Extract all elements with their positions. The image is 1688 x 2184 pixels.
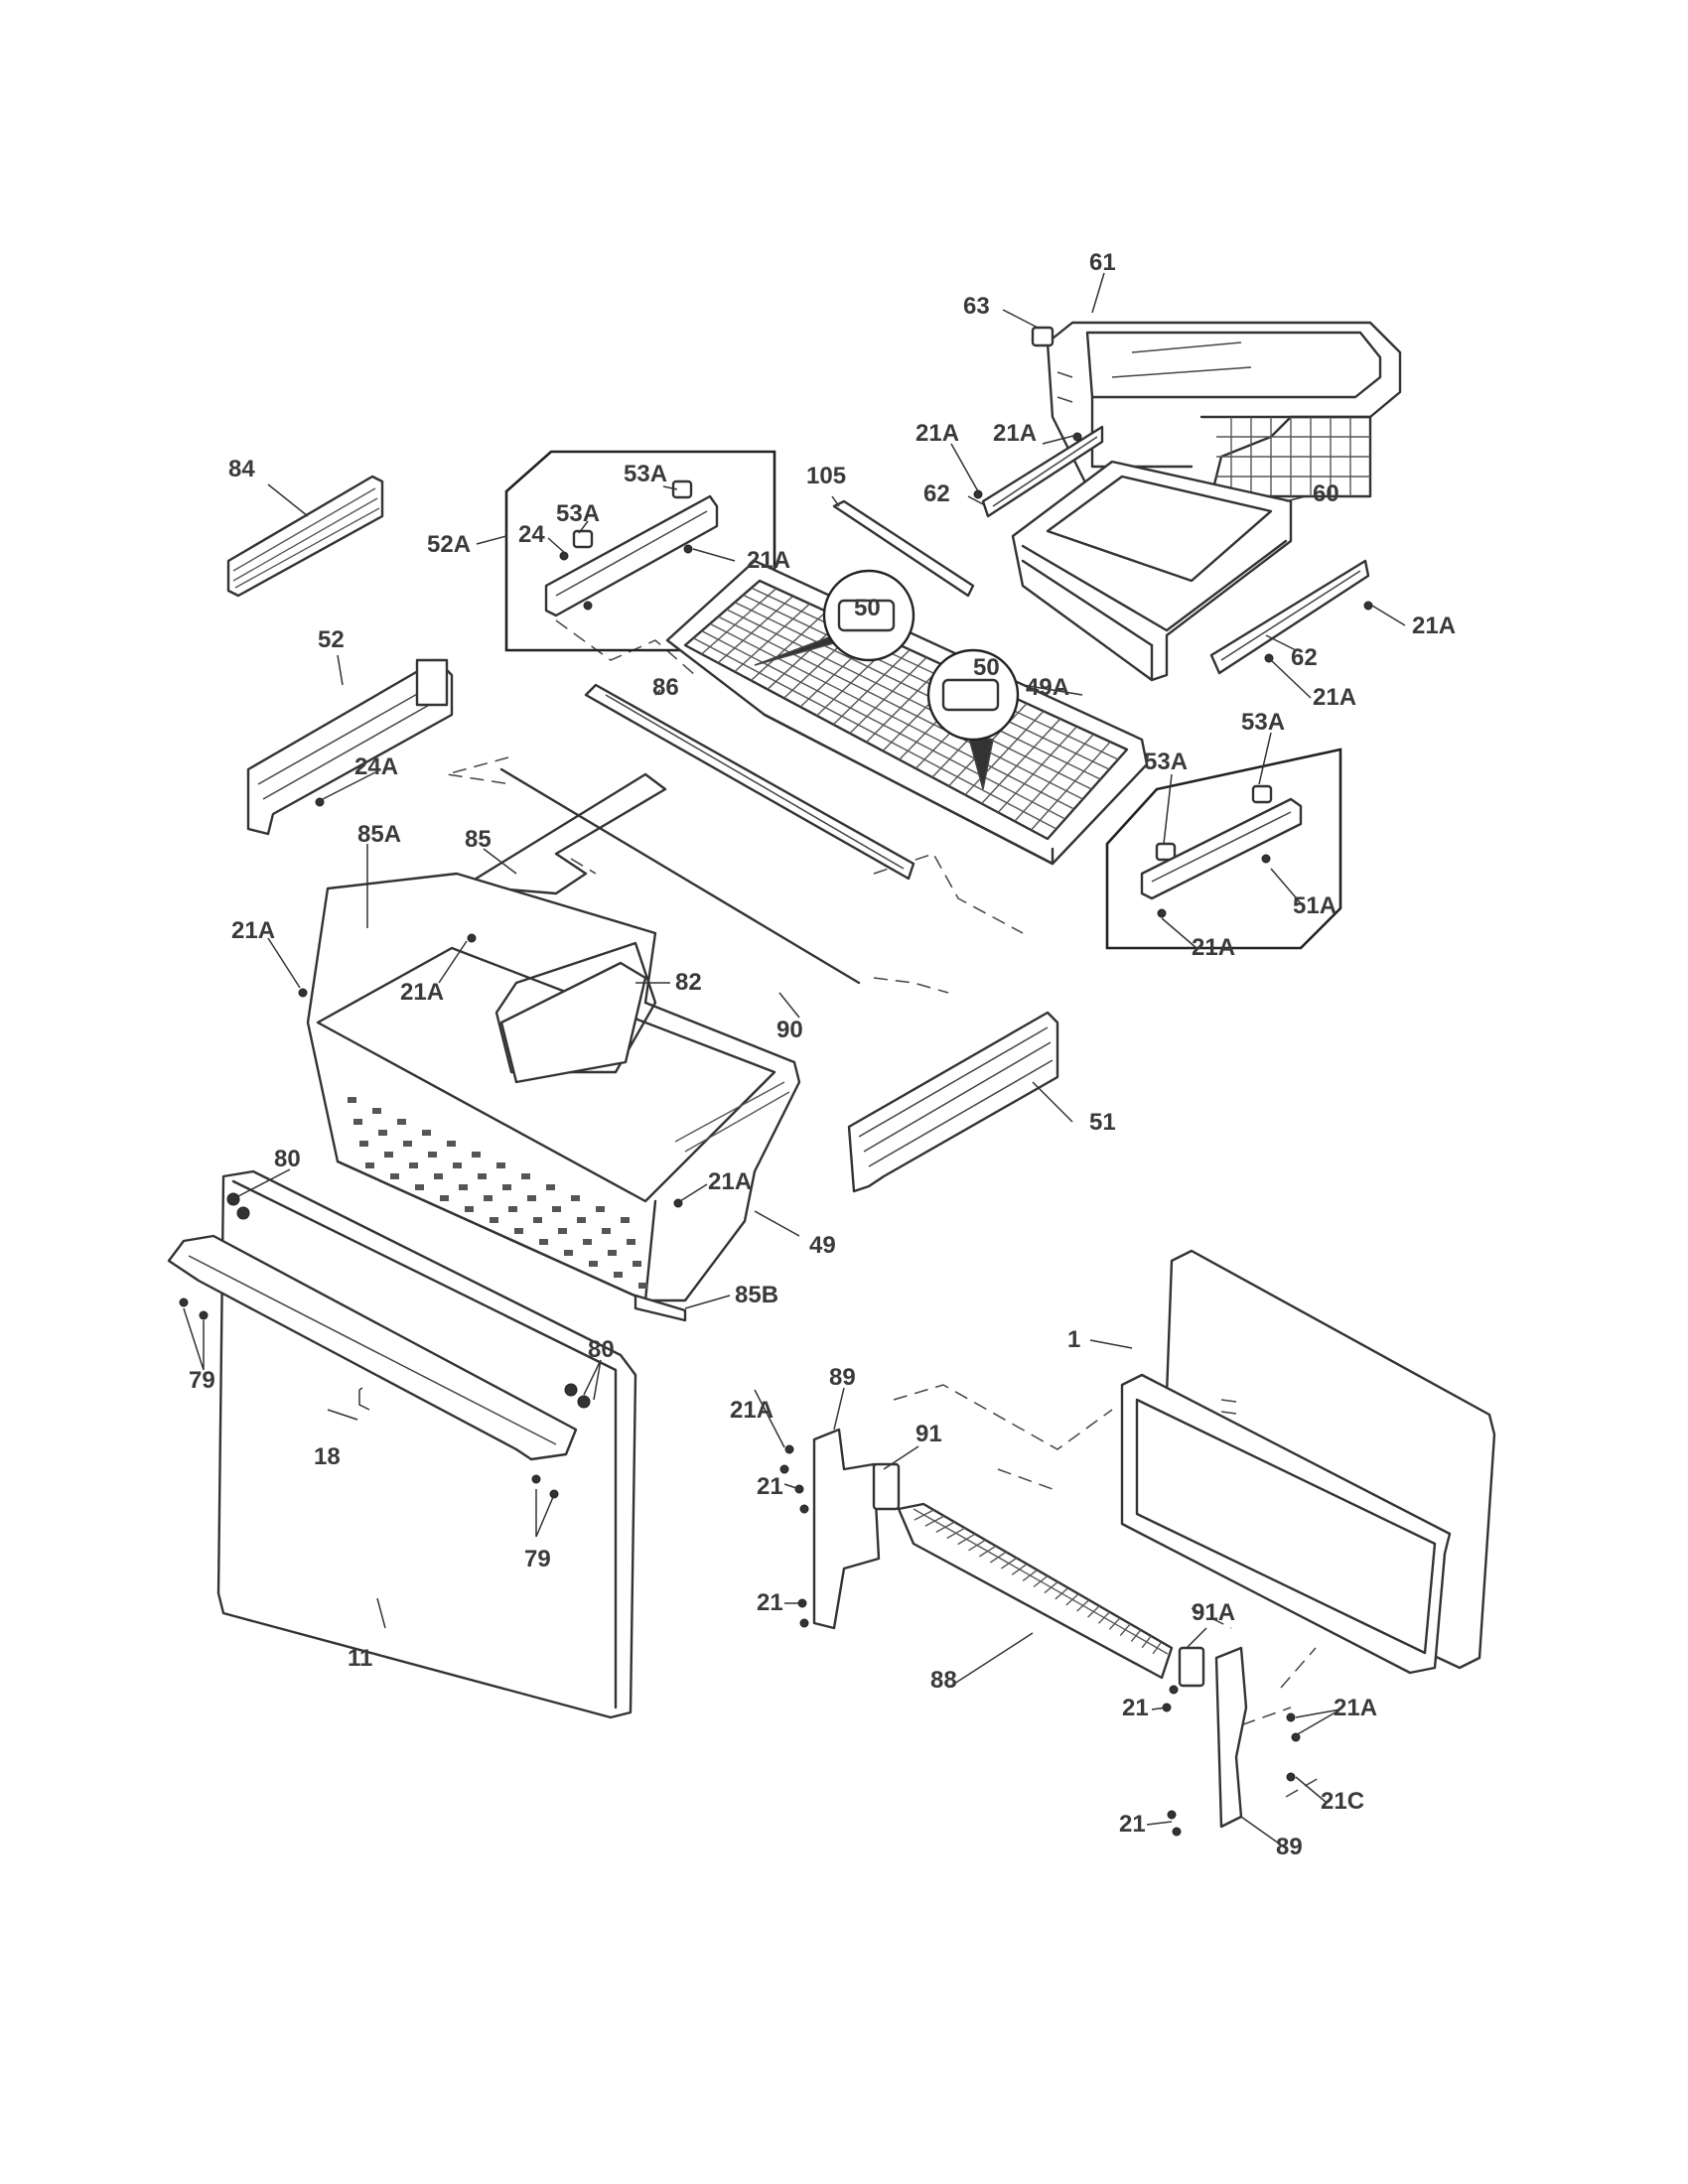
label-21A: 21A xyxy=(993,420,1037,447)
part-91A-clip xyxy=(1178,1646,1205,1688)
label-60: 60 xyxy=(1313,480,1339,507)
label-85A: 85A xyxy=(357,821,401,848)
part-52A-bracket xyxy=(544,479,719,617)
label-50: 50 xyxy=(973,654,1000,681)
part-82-divider xyxy=(499,961,647,1084)
label-63: 63 xyxy=(963,293,990,320)
label-21A: 21A xyxy=(708,1168,752,1195)
detail-bubble-50-b xyxy=(926,648,1020,790)
label-21A: 21A xyxy=(231,917,275,944)
label-21A: 21A xyxy=(747,547,790,574)
label-53A: 53A xyxy=(1144,749,1188,775)
callout-box-51A xyxy=(1105,748,1342,950)
label-21A: 21A xyxy=(915,420,959,447)
leader-lines xyxy=(183,272,1406,1849)
detail-bubble-50-a xyxy=(754,569,915,666)
label-91A: 91A xyxy=(1192,1599,1235,1626)
part-105-strip xyxy=(832,499,975,598)
part-90-rod xyxy=(499,767,861,985)
label-24A: 24A xyxy=(354,753,398,780)
label-21A: 21A xyxy=(1412,613,1456,639)
part-62-rail-lower xyxy=(1209,559,1370,675)
part-61-drawer-frame xyxy=(1046,321,1402,498)
label-21A: 21A xyxy=(1192,934,1235,961)
part-51A-bracket xyxy=(1140,784,1303,900)
label-49A: 49A xyxy=(1026,674,1069,701)
label-18: 18 xyxy=(314,1443,341,1470)
label-21: 21 xyxy=(1119,1811,1146,1838)
label-86: 86 xyxy=(652,674,679,701)
label-21C: 21C xyxy=(1321,1788,1364,1815)
label-21A: 21A xyxy=(400,979,444,1006)
label-51: 51 xyxy=(1089,1109,1116,1136)
part-51-slide-rail xyxy=(847,1011,1059,1193)
label-21A: 21A xyxy=(1313,684,1356,711)
part-62-rail-upper xyxy=(981,425,1104,518)
label-62: 62 xyxy=(1291,644,1318,671)
label-11: 11 xyxy=(348,1645,372,1672)
label-1: 1 xyxy=(1067,1326,1080,1353)
part-63-clip xyxy=(1031,326,1055,347)
label-21A: 21A xyxy=(1334,1695,1377,1721)
label-88: 88 xyxy=(930,1667,957,1694)
label-89: 89 xyxy=(1276,1834,1303,1860)
part-89-bracket-right xyxy=(1214,1646,1248,1829)
label-85: 85 xyxy=(465,826,492,853)
label-21: 21 xyxy=(1122,1695,1149,1721)
label-82: 82 xyxy=(675,969,702,996)
label-52A: 52A xyxy=(427,531,471,558)
label-84: 84 xyxy=(228,456,255,482)
label-21: 21 xyxy=(757,1473,783,1500)
part-91-clip xyxy=(872,1462,901,1511)
part-88-wire-shelf xyxy=(897,1502,1174,1680)
label-49: 49 xyxy=(809,1232,836,1259)
label-21A: 21A xyxy=(730,1397,774,1424)
label-79: 79 xyxy=(524,1546,551,1572)
part-18-handle xyxy=(167,1234,578,1461)
label-91: 91 xyxy=(915,1421,942,1447)
label-51A: 51A xyxy=(1293,892,1336,919)
label-53A: 53A xyxy=(556,500,600,527)
label-90: 90 xyxy=(776,1017,803,1043)
label-105: 105 xyxy=(806,463,846,489)
part-89-bracket-left xyxy=(812,1428,881,1630)
part-60-crisper-drawer xyxy=(1011,460,1293,682)
label-62: 62 xyxy=(923,480,950,507)
label-89: 89 xyxy=(829,1364,856,1391)
label-61: 61 xyxy=(1089,249,1116,276)
label-53A: 53A xyxy=(624,461,667,487)
label-79: 79 xyxy=(189,1367,215,1394)
label-80: 80 xyxy=(274,1146,301,1172)
part-86-front-trim xyxy=(584,683,915,881)
part-85B-bracket xyxy=(633,1294,687,1322)
label-21: 21 xyxy=(757,1589,783,1616)
part-labels: 61 63 84 53A 105 21A 21A 53A 62 60 52A 2… xyxy=(189,249,1456,1860)
part-49A-wire-basket xyxy=(665,559,1149,866)
label-80: 80 xyxy=(588,1336,615,1363)
label-53A: 53A xyxy=(1241,709,1285,736)
part-1-door-liner xyxy=(1120,1249,1496,1675)
label-52: 52 xyxy=(318,626,345,653)
label-85B: 85B xyxy=(735,1282,778,1308)
part-52-slide-rail xyxy=(246,658,454,836)
label-50: 50 xyxy=(854,595,881,621)
part-84-divider xyxy=(226,475,384,598)
label-24: 24 xyxy=(518,521,545,548)
